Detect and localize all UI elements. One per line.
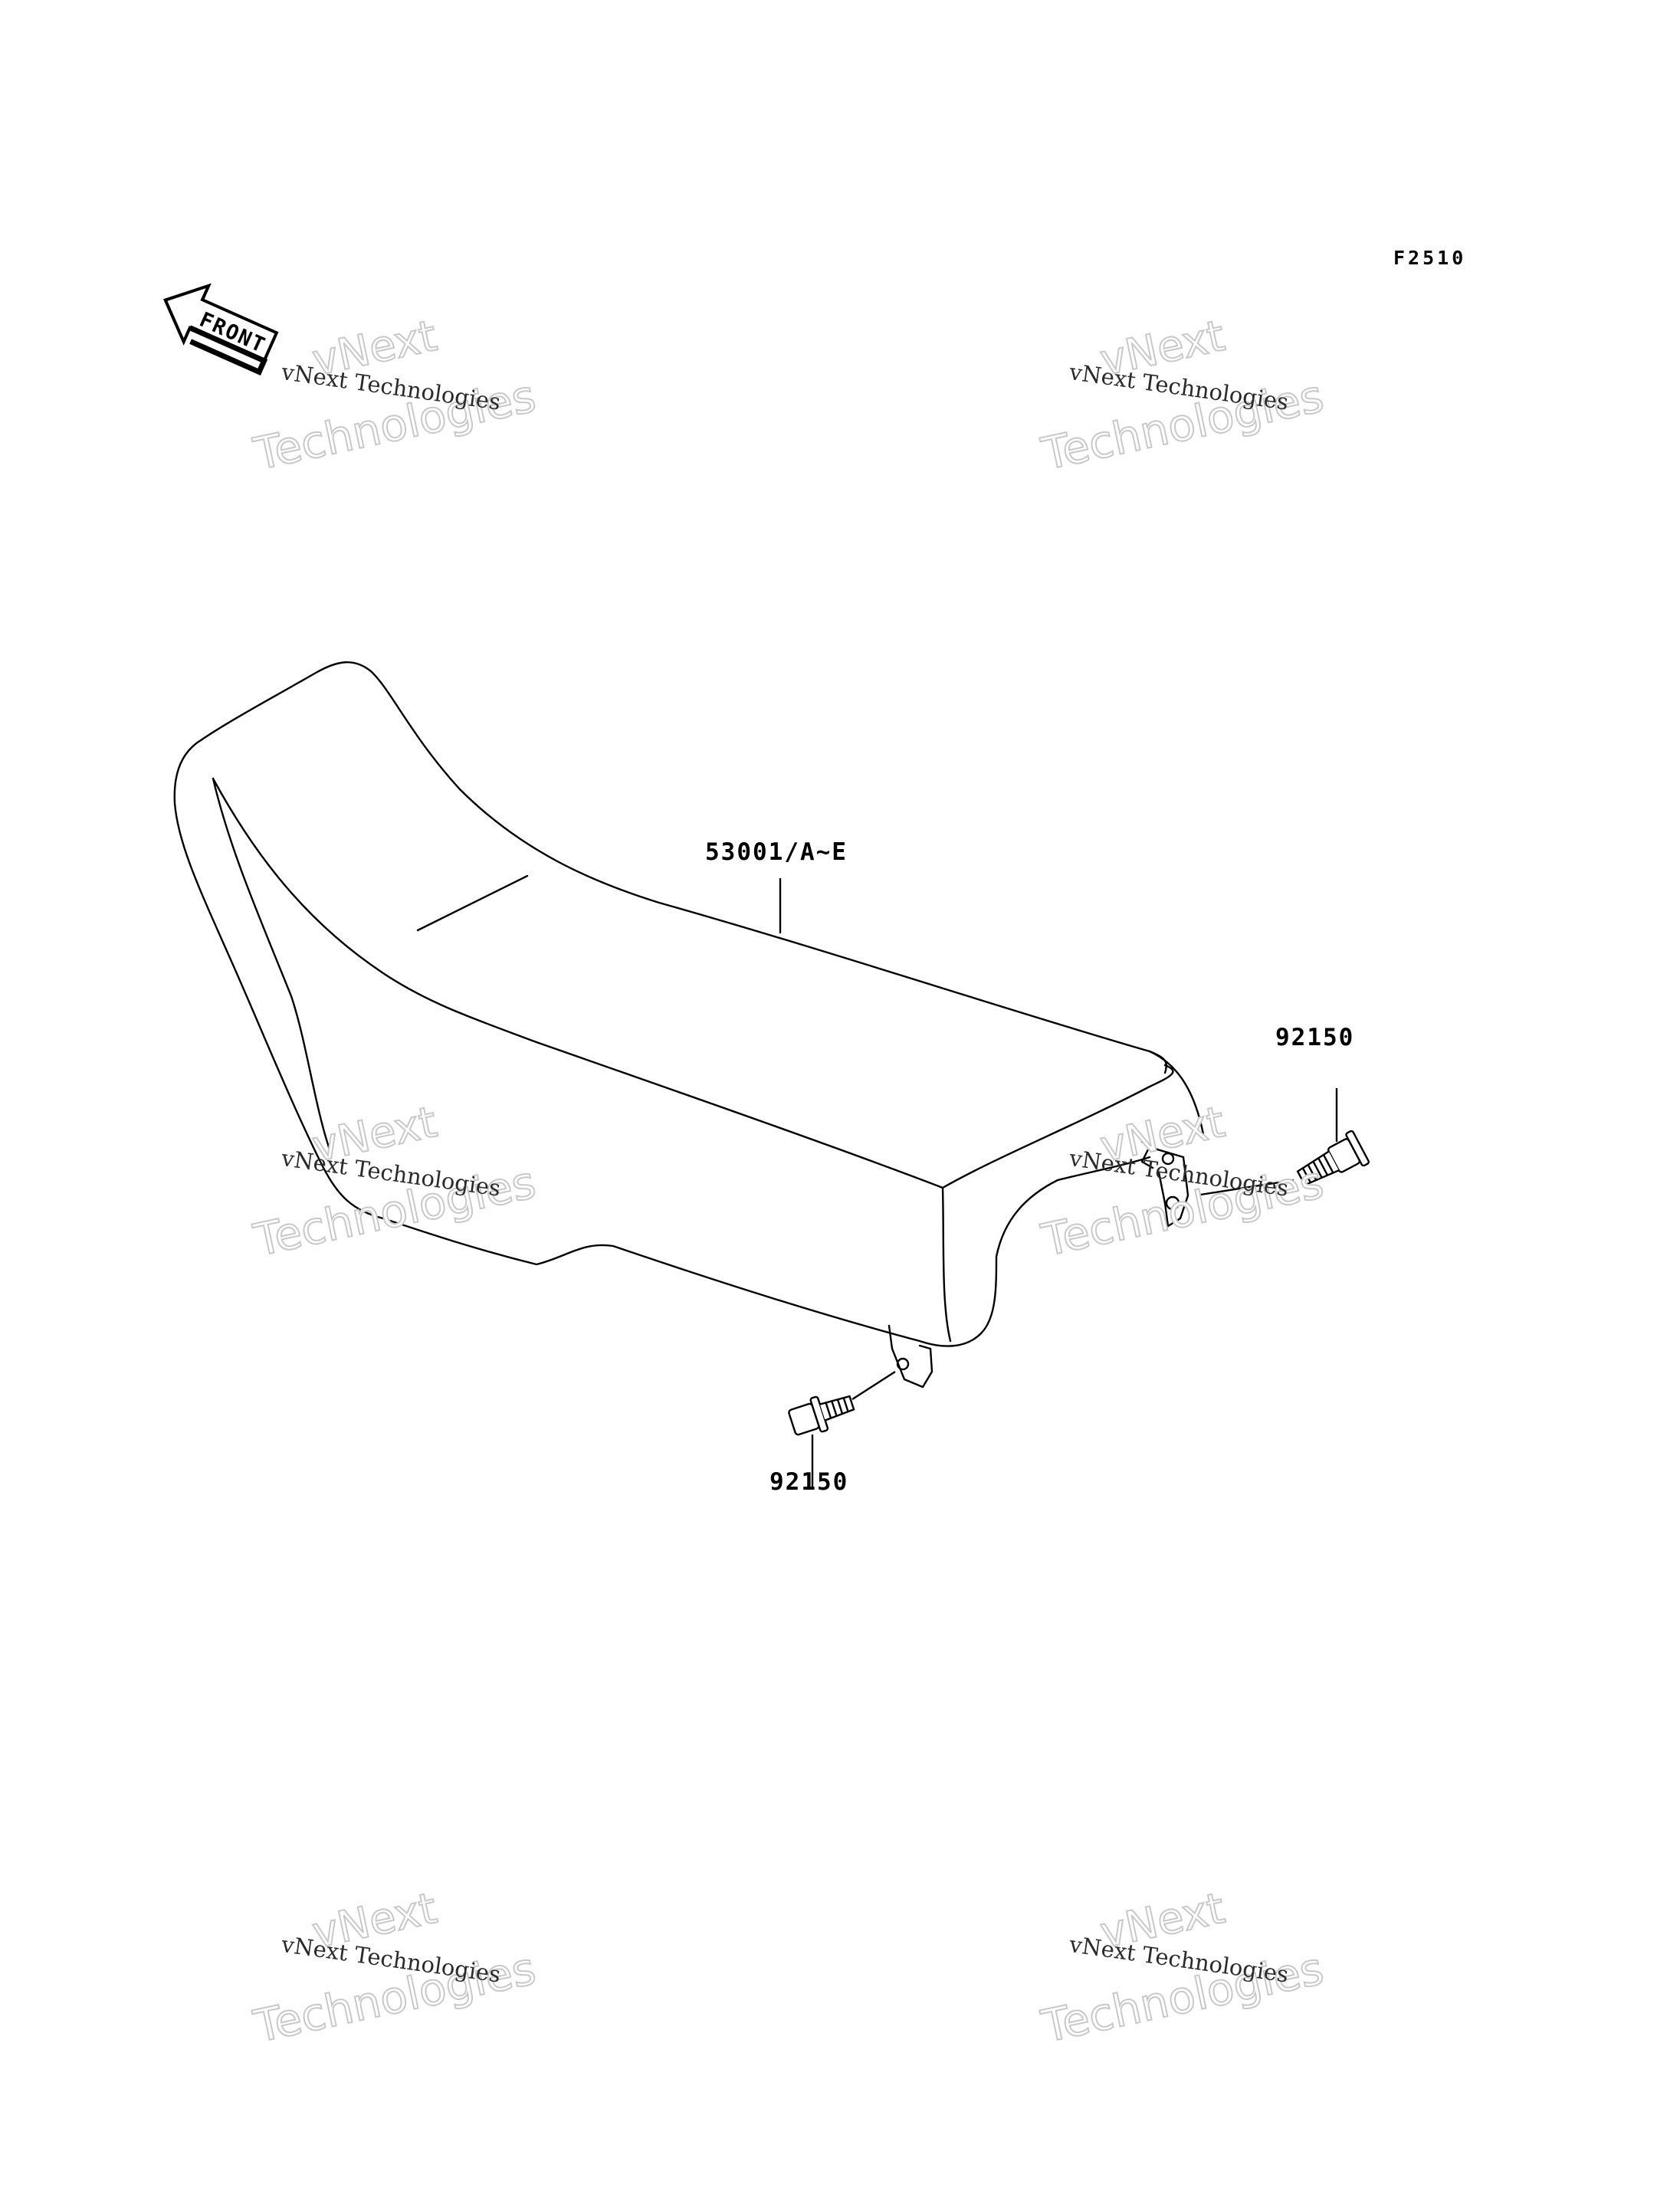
bolt-right-icon: [1296, 1130, 1370, 1186]
bolt-bottom-icon: [788, 1395, 855, 1436]
figure-code: F2510: [1393, 247, 1467, 269]
watermark-middle-right: vNext Technologies vNext Technologies: [1037, 1097, 1329, 1267]
watermark-middle-left: vNext Technologies vNext Technologies: [249, 1097, 541, 1267]
callout-bolt-right: 92150: [1275, 1024, 1355, 1051]
front-arrow-icon: FRONT: [163, 283, 279, 376]
watermark-bottom-left: vNext Technologies vNext Technologies: [249, 1883, 541, 2054]
watermark-top-right: vNext Technologies vNext Technologies: [1037, 310, 1329, 481]
watermark-bottom-right: vNext Technologies vNext Technologies: [1037, 1883, 1329, 2054]
callout-seat-part: 53001/A~E: [705, 838, 848, 866]
seat-drawing: [173, 661, 1205, 1389]
bolt-right-leader: [1195, 1179, 1294, 1197]
watermark-top-left: vNext Technologies vNext Technologies: [249, 310, 541, 481]
callout-bolt-bottom: 92150: [769, 1468, 849, 1496]
bolt-bottom-leader: [851, 1370, 896, 1401]
